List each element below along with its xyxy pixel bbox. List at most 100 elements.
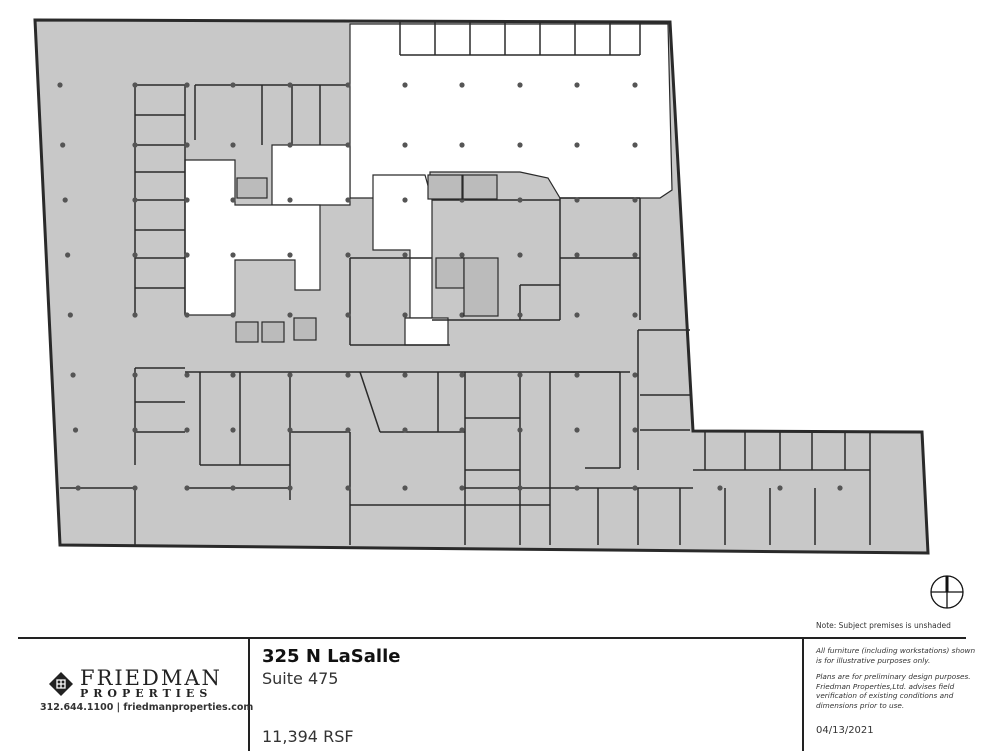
titleblock-divider-right	[802, 637, 804, 751]
column	[517, 485, 523, 491]
column	[459, 82, 465, 88]
building-address: 325 N LaSalle	[262, 646, 401, 667]
column	[184, 142, 190, 148]
disclaimer-plans: Plans are for preliminary design purpose…	[816, 672, 971, 710]
column	[574, 142, 580, 148]
column	[287, 427, 293, 433]
suite-number: Suite 475	[262, 669, 339, 688]
elevator-core	[235, 174, 499, 343]
column	[184, 485, 190, 491]
column	[132, 312, 138, 318]
column	[837, 485, 843, 491]
column	[517, 82, 523, 88]
column	[459, 252, 465, 258]
column	[57, 82, 63, 88]
column	[402, 197, 408, 203]
diamond-logo-icon	[49, 671, 73, 696]
column	[230, 197, 236, 203]
column	[287, 252, 293, 258]
column	[345, 372, 351, 378]
column	[459, 372, 465, 378]
column	[574, 485, 580, 491]
disclaimer: All furniture (including workstations) s…	[816, 646, 976, 717]
column	[345, 427, 351, 433]
column	[574, 427, 580, 433]
logo-line1: FRIEDMAN	[80, 666, 222, 690]
column	[574, 372, 580, 378]
column	[132, 485, 138, 491]
structural-columns	[57, 82, 843, 491]
column	[632, 197, 638, 203]
column	[632, 82, 638, 88]
column	[287, 485, 293, 491]
plan-date: 04/13/2021	[816, 725, 874, 736]
column	[65, 252, 71, 258]
column	[717, 485, 723, 491]
column	[777, 485, 783, 491]
disclaimer-furniture: All furniture (including workstations) s…	[816, 646, 976, 665]
column	[632, 485, 638, 491]
column	[132, 372, 138, 378]
column	[230, 372, 236, 378]
column	[402, 142, 408, 148]
column	[184, 372, 190, 378]
column	[184, 197, 190, 203]
column	[230, 252, 236, 258]
column	[67, 312, 73, 318]
rentable-area: 11,394 RSF	[262, 727, 354, 746]
column	[184, 427, 190, 433]
column	[517, 427, 523, 433]
column	[132, 197, 138, 203]
interior-walls	[60, 22, 871, 545]
column	[402, 82, 408, 88]
column	[75, 485, 81, 491]
column	[517, 197, 523, 203]
wall	[359, 371, 381, 433]
column	[132, 142, 138, 148]
column	[287, 312, 293, 318]
column	[184, 312, 190, 318]
column	[60, 142, 66, 148]
subject-premises	[184, 23, 673, 346]
column	[72, 427, 79, 433]
column	[402, 252, 408, 258]
north-arrow-icon	[930, 575, 964, 609]
column	[632, 142, 638, 148]
column	[574, 82, 580, 88]
column	[517, 142, 523, 148]
column	[287, 142, 293, 148]
friedman-logo: FRIEDMAN PROPERTIES	[48, 668, 222, 699]
column	[517, 252, 523, 258]
premises-note: Note: Subject premises is unshaded	[816, 621, 951, 630]
column	[230, 142, 236, 148]
column	[632, 312, 638, 318]
logo-line2: PROPERTIES	[80, 687, 213, 700]
column	[402, 485, 408, 491]
column	[132, 252, 138, 258]
column	[632, 252, 638, 258]
column	[230, 82, 236, 88]
column	[230, 427, 236, 433]
column	[345, 142, 351, 148]
column	[345, 252, 351, 258]
column	[345, 485, 351, 491]
column	[132, 82, 138, 88]
column	[132, 427, 138, 433]
contact-info: 312.644.1100 | friedmanproperties.com	[40, 702, 254, 713]
column	[230, 485, 236, 491]
column	[287, 197, 293, 203]
column	[459, 312, 465, 318]
column	[632, 372, 638, 378]
column	[184, 82, 190, 88]
column	[402, 312, 408, 318]
column	[517, 372, 523, 378]
column	[459, 485, 465, 491]
column	[345, 197, 351, 203]
column	[402, 427, 408, 433]
column	[402, 372, 408, 378]
column	[632, 427, 638, 433]
column	[62, 197, 68, 203]
column	[574, 312, 580, 318]
column	[574, 252, 580, 258]
titleblock-divider-left	[248, 637, 250, 751]
